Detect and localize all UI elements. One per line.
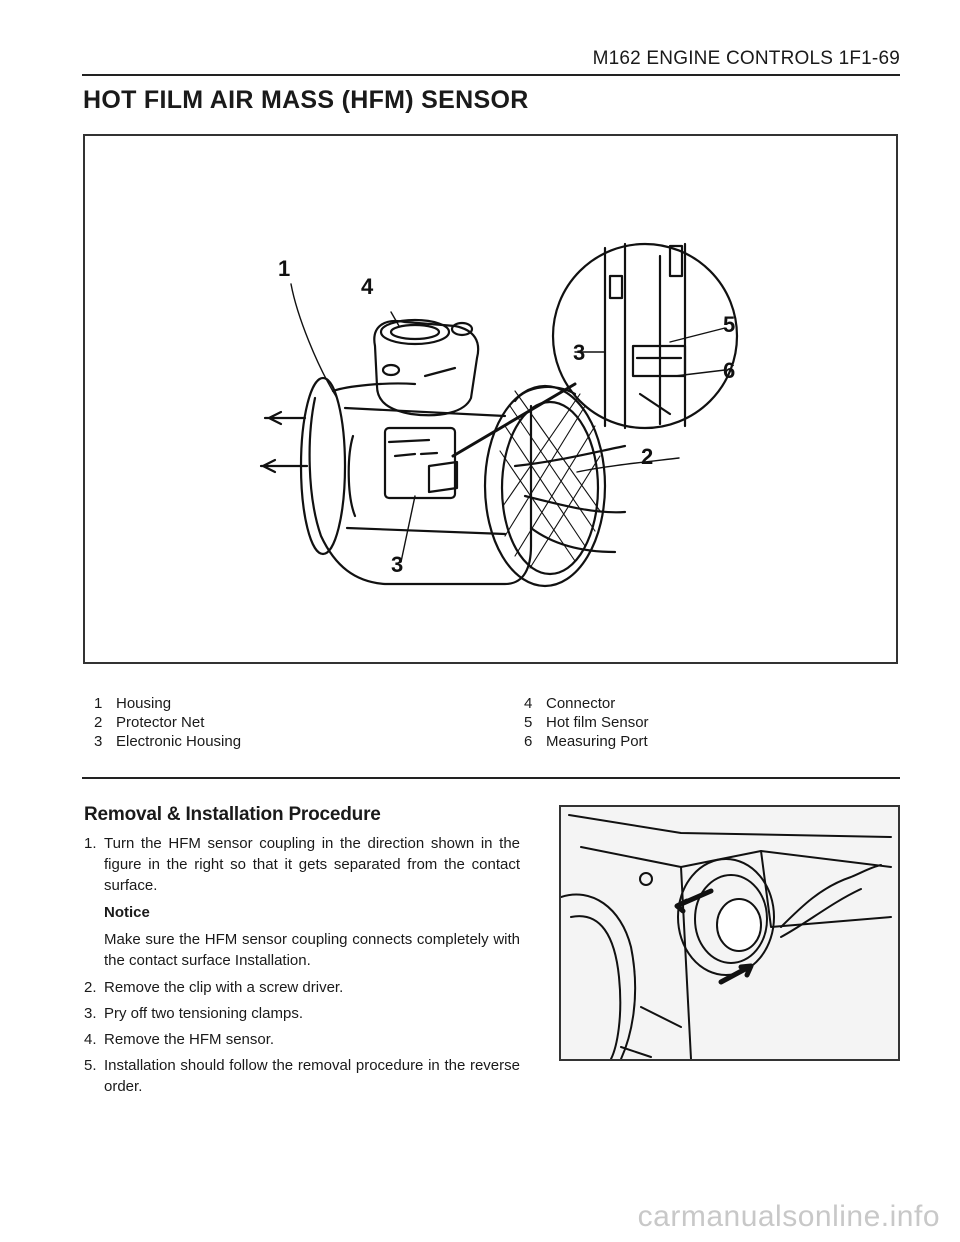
connector-socket [379,318,451,346]
legend-item: 2 Protector Net [94,713,241,732]
legend-label: Electronic Housing [116,733,242,750]
watermark: carmanualsonline.info [637,1200,940,1233]
running-header: M162 ENGINE CONTROLS 1F1-69 [592,48,900,69]
legend-item: 5 Hot film Sensor [524,713,649,732]
legend-left: 1 Housing 2 Protector Net 3 Electronic Hous… [94,694,241,751]
header-rule [82,74,900,76]
step-3: 3. Pry off two tensioning clamps. [84,1003,520,1024]
step-number: 1. [84,835,97,852]
step-4: 4. Remove the HFM sensor. [84,1029,520,1050]
procedure-heading: Removal & Installation Procedure [84,804,381,825]
callout-3: 3 [391,552,403,577]
step-text: Turn the HFM sensor coupling in the dire… [104,835,520,894]
callout-2: 2 [641,444,653,469]
removal-photo [559,805,900,1061]
legend-label: Connector [546,695,616,712]
step-text: Installation should follow the removal p… [104,1057,520,1095]
step-text: Remove the clip with a screw driver. [104,979,344,996]
legend-item: 1 Housing [94,694,241,713]
step-text: Remove the HFM sensor. [104,1031,275,1048]
step-number: 5. [84,1057,97,1074]
step-2: 2. Remove the clip with a screw driver. [84,977,520,998]
step-1: 1. Turn the HFM sensor coupling in the d… [84,833,520,896]
legend-label: Protector Net [116,714,205,731]
legend-item: 4 Connector [524,694,649,713]
hfm-sensor-illustration: 1 2 3 4 5 6 3 [259,242,739,588]
hfm-sensor-figure: 1 2 3 4 5 6 3 [83,134,898,664]
step-number: 3. [84,1005,97,1022]
legend-num: 4 [524,695,533,712]
housing-body [308,396,533,586]
detail-circle [551,242,739,430]
step-number: 2. [84,979,97,996]
section-rule [82,777,900,779]
step-5: 5. Installation should follow the remova… [84,1055,520,1097]
legend-num: 2 [94,714,103,731]
callout-5: 5 [723,312,735,337]
notice-box: Notice Make sure the HFM sensor coupling… [84,902,520,971]
callout-4: 4 [361,274,374,299]
notice-title: Notice [104,904,150,921]
legend-num: 3 [94,733,103,750]
coupling [716,898,762,952]
notice-body: Make sure the HFM sensor coupling connec… [104,931,520,969]
legend-num: 5 [524,714,533,731]
legend-right: 4 Connector 5 Hot film Sensor 6 Measuring P… [524,694,649,751]
legend-item: 6 Measuring Port [524,732,649,751]
legend-label: Housing [116,695,172,712]
legend-item: 3 Electronic Housing [94,732,241,751]
step-text: Pry off two tensioning clamps. [104,1005,303,1022]
legend-num: 1 [94,695,103,712]
removal-photo-illustration [561,807,898,1059]
protector-net-inner [500,400,600,576]
legend-num: 6 [524,733,533,750]
legend-label: Measuring Port [546,733,648,750]
procedure-steps: 1. Turn the HFM sensor coupling in the d… [84,833,520,1102]
callout-3-detail: 3 [573,340,585,365]
legend-label: Hot film Sensor [546,714,649,731]
page-title: HOT FILM AIR MASS (HFM) SENSOR [83,86,529,114]
step-number: 4. [84,1031,97,1048]
callout-1: 1 [278,256,290,281]
connector-body [373,319,480,417]
callout-6: 6 [723,358,735,383]
